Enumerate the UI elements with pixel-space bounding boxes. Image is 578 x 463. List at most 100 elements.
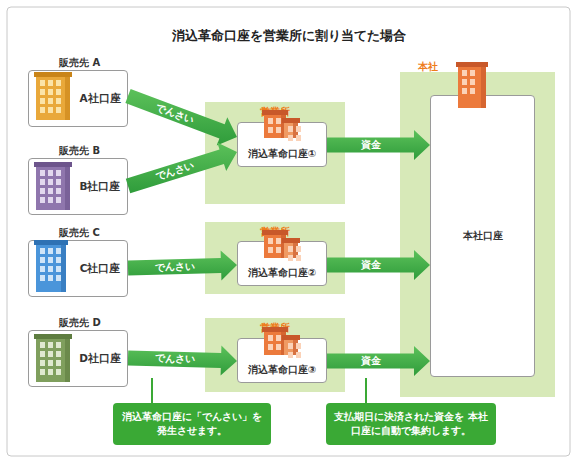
building-shade: [481, 66, 486, 108]
building-window: [268, 247, 273, 253]
building-window: [56, 197, 61, 203]
building-window: [48, 197, 53, 203]
node-label: 本社口座: [431, 229, 534, 243]
arrow-label: 資金: [361, 138, 381, 152]
leader-line: [151, 378, 153, 404]
building-window: [276, 344, 281, 350]
building-window: [276, 335, 281, 341]
seller-building-icon: [34, 334, 72, 382]
building-window: [40, 342, 45, 348]
building-window: [296, 246, 301, 252]
building-window: [48, 342, 53, 348]
building-window: [288, 343, 293, 349]
building-window: [40, 275, 45, 281]
building-body: [458, 66, 486, 108]
callout-box: 消込革命口座に「でんさい」を 発生させます。: [113, 403, 271, 445]
building-window: [288, 126, 293, 132]
building-window: [56, 248, 61, 254]
building-window: [48, 107, 53, 113]
building-window: [40, 89, 45, 95]
building-window: [48, 266, 53, 272]
building-window: [462, 79, 467, 85]
building-window: [56, 342, 61, 348]
flow-arrow: [327, 130, 430, 160]
flow-arrow: [128, 250, 237, 280]
callout-box: 支払期日に決済された資金を 本社口座に自動で集約します。: [326, 403, 496, 445]
node-heading: 販売先 A: [59, 56, 100, 70]
node-label: 消込革命口座に「でんさい」を 発生させます。: [119, 410, 265, 439]
building-body: [264, 331, 286, 355]
node-heading: 販売先 C: [59, 226, 100, 240]
building-window: [56, 107, 61, 113]
building-shade: [65, 76, 70, 120]
node-heading: 販売先 B: [59, 144, 100, 158]
building-window: [296, 255, 301, 261]
building-window: [268, 335, 273, 341]
building-window: [268, 127, 273, 133]
building-window: [56, 188, 61, 194]
building-window: [40, 197, 45, 203]
building-window: [48, 351, 53, 357]
node-label: 消込革命口座②: [238, 266, 326, 280]
building-window: [56, 257, 61, 263]
building-window: [470, 79, 475, 85]
leader-line: [365, 378, 367, 404]
building-window: [40, 257, 45, 263]
building-window: [268, 238, 273, 244]
building-window: [48, 248, 53, 254]
diagram-title: 消込革命口座を営業所に割り当てた場合: [0, 28, 578, 45]
building-window: [462, 88, 467, 94]
branch-building-icon: [282, 118, 301, 141]
building-window: [48, 89, 53, 95]
node-label: 支払期日に決済された資金を 本社口座に自動で集約します。: [332, 410, 490, 439]
building-window: [296, 343, 301, 349]
building-window: [56, 351, 61, 357]
building-window: [56, 80, 61, 86]
building-window: [296, 352, 301, 358]
head-office-account-box: 本社口座: [430, 95, 535, 377]
node-heading: 販売先 D: [59, 316, 101, 330]
arrow-label: でんさい: [154, 100, 196, 127]
building-window: [268, 118, 273, 124]
node-label: D社口座: [75, 331, 125, 386]
head-office-building-icon: [456, 62, 488, 108]
building-window: [48, 98, 53, 104]
building-window: [288, 135, 293, 141]
building-window: [276, 247, 281, 253]
building-window: [40, 351, 45, 357]
flow-arrow: [327, 250, 430, 280]
flow-arrow: [327, 346, 430, 376]
building-window: [40, 369, 45, 375]
building-window: [276, 127, 281, 133]
building-window: [40, 248, 45, 254]
branch-building-icon: [282, 238, 301, 261]
building-window: [40, 170, 45, 176]
building-window: [296, 135, 301, 141]
building-window: [56, 275, 61, 281]
building-window: [268, 344, 273, 350]
building-window: [296, 126, 301, 132]
building-body: [264, 234, 286, 258]
building-window: [56, 369, 61, 375]
building-body: [36, 166, 70, 210]
building-window: [56, 170, 61, 176]
building-window: [288, 255, 293, 261]
building-window: [56, 179, 61, 185]
arrow-label: でんさい: [154, 159, 196, 184]
branch-building-icon: [282, 335, 301, 358]
arrow-label: 資金: [361, 354, 381, 368]
head-office-band: 本社本社口座: [400, 72, 555, 397]
building-window: [40, 188, 45, 194]
flow-arrow: [128, 346, 237, 376]
seller-building-icon: [34, 240, 68, 292]
building-window: [40, 80, 45, 86]
seller-building-icon: [34, 162, 72, 210]
building-window: [48, 188, 53, 194]
building-body: [36, 244, 66, 292]
building-window: [470, 70, 475, 76]
building-window: [40, 360, 45, 366]
